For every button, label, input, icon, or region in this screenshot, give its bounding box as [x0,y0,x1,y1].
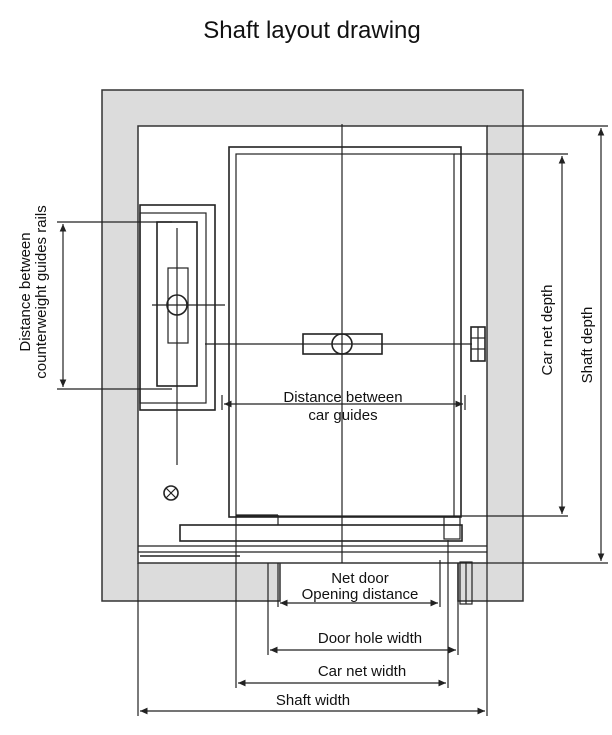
car-net-width-label: Car net width [318,663,406,680]
car-center-sheave [205,124,472,563]
door-hole-width-label: Door hole width [318,630,422,647]
safety-symbol-icon [163,485,179,501]
dim-counterweight-rails [57,221,172,390]
car-outline [228,146,462,518]
car-guides-label-line2: car guides [308,407,377,424]
car-door-sill [138,514,487,553]
counterweight-assembly [139,204,225,465]
extension-lines [137,516,488,716]
cw-rails-label-line1: Distance between [17,232,34,351]
car-net-depth-label: Car net depth [539,285,556,376]
dim-car-net-depth [454,153,568,517]
cw-rails-label-line2: counterweight guides rails [33,205,50,378]
net-door-label-line1: Net door [331,570,389,587]
shaft-depth-label: Shaft depth [579,307,596,384]
shaft-width-label: Shaft width [276,692,350,709]
net-door-label-line2: Opening distance [302,586,419,603]
dim-shaft-depth [487,125,608,564]
car-guides-label-line1: Distance between [283,389,402,406]
landing-door [140,555,473,605]
car-guide-rail-right [470,326,486,362]
drawing-title: Shaft layout drawing [203,17,420,44]
dim-car-guides [221,395,466,410]
